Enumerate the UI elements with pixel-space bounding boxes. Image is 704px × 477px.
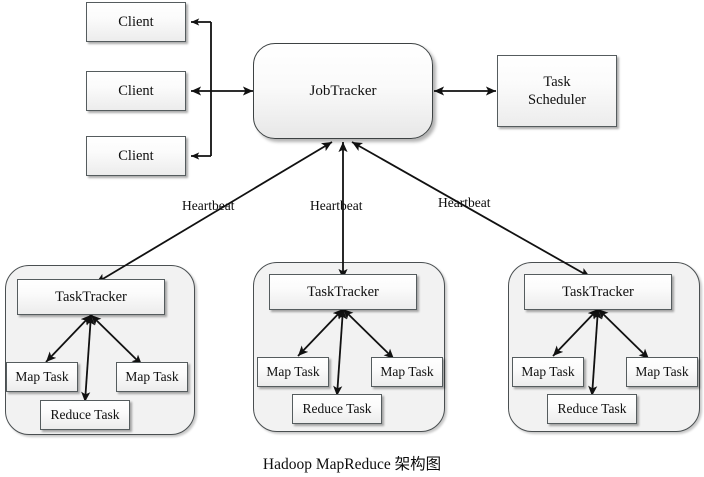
client-node-2-label: Client xyxy=(118,82,154,99)
diagram-caption: Hadoop MapReduce 架构图 xyxy=(262,456,442,473)
tasktracker-node-2-label: TaskTracker xyxy=(307,283,379,300)
client-node-1[interactable]: Client xyxy=(86,2,186,42)
reduce-task-node-2-label: Reduce Task xyxy=(302,400,372,416)
tasktracker-node-2[interactable]: TaskTracker xyxy=(269,274,417,310)
map-task-node-3a[interactable]: Map Task xyxy=(512,357,584,387)
tasktracker-node-1[interactable]: TaskTracker xyxy=(17,279,165,315)
reduce-task-node-1[interactable]: Reduce Task xyxy=(40,400,130,430)
map-task-node-3b[interactable]: Map Task xyxy=(626,357,698,387)
map-task-node-2a-label: Map Task xyxy=(266,363,320,379)
jobtracker-label: JobTracker xyxy=(309,82,377,99)
reduce-task-node-3-label: Reduce Task xyxy=(557,400,627,416)
reduce-task-node-1-label: Reduce Task xyxy=(50,406,120,422)
heartbeat-label-left: Heartbeat xyxy=(182,198,235,213)
tasktracker-node-1-label: TaskTracker xyxy=(55,288,127,305)
reduce-task-node-2[interactable]: Reduce Task xyxy=(292,394,382,424)
map-task-node-1a[interactable]: Map Task xyxy=(6,362,78,392)
jobtracker-node[interactable]: JobTracker xyxy=(253,43,433,139)
map-task-node-2b[interactable]: Map Task xyxy=(371,357,443,387)
heartbeat-label-middle: Heartbeat xyxy=(310,198,363,213)
client-node-2[interactable]: Client xyxy=(86,71,186,111)
map-task-node-1a-label: Map Task xyxy=(15,368,69,384)
map-task-node-3b-label: Map Task xyxy=(635,363,689,379)
heartbeat-label-right: Heartbeat xyxy=(438,195,491,210)
client-node-1-label: Client xyxy=(118,13,154,30)
tasktracker-node-3-label: TaskTracker xyxy=(562,283,634,300)
task-scheduler-node[interactable]: Task Scheduler xyxy=(497,55,617,127)
client-node-3[interactable]: Client xyxy=(86,136,186,176)
map-task-node-1b-label: Map Task xyxy=(125,368,179,384)
map-task-node-2a[interactable]: Map Task xyxy=(257,357,329,387)
map-task-node-1b[interactable]: Map Task xyxy=(116,362,188,392)
task-scheduler-label-line1: Task xyxy=(543,73,571,90)
client-node-3-label: Client xyxy=(118,147,154,164)
task-scheduler-label-line2: Scheduler xyxy=(528,92,586,108)
tasktracker-node-3[interactable]: TaskTracker xyxy=(524,274,672,310)
map-task-node-2b-label: Map Task xyxy=(380,363,434,379)
map-task-node-3a-label: Map Task xyxy=(521,363,575,379)
reduce-task-node-3[interactable]: Reduce Task xyxy=(547,394,637,424)
